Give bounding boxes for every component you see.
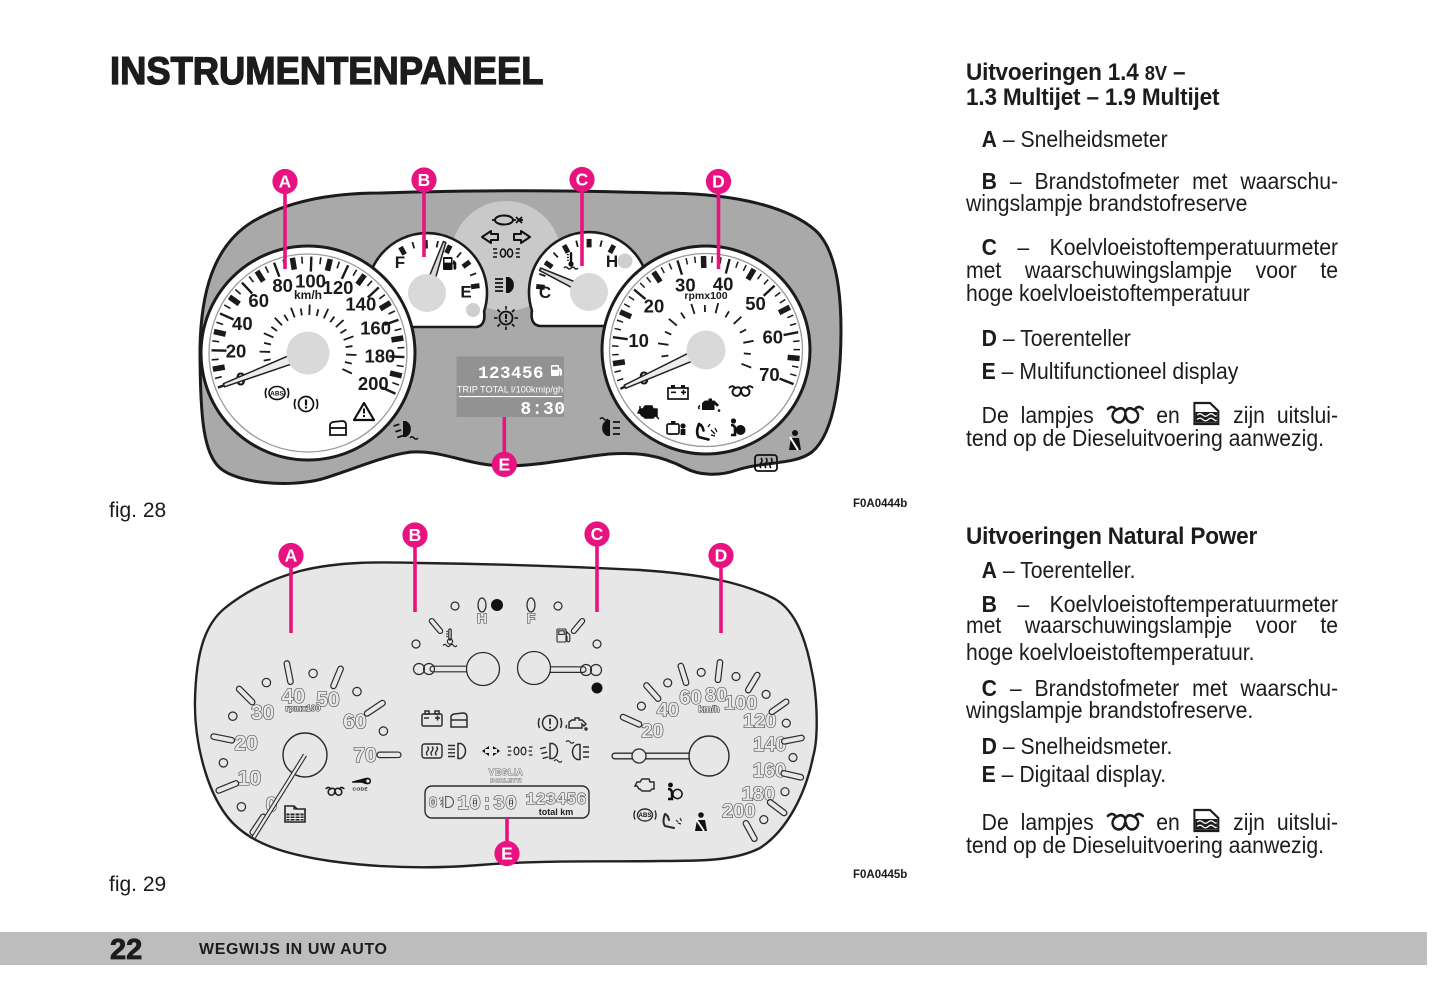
svg-text:160: 160 <box>360 318 391 339</box>
svg-text:20: 20 <box>226 340 247 361</box>
svg-text:B: B <box>418 170 431 190</box>
svg-text:ABS: ABS <box>639 813 652 819</box>
svg-text:80: 80 <box>272 275 293 296</box>
svg-text:140: 140 <box>753 734 786 756</box>
svg-text:rpmx100: rpmx100 <box>286 703 321 713</box>
svg-text:E: E <box>501 844 513 864</box>
svg-text:km/h: km/h <box>294 288 322 302</box>
svg-text:50: 50 <box>745 293 766 314</box>
svg-text:40: 40 <box>657 700 679 722</box>
svg-text:180: 180 <box>364 346 395 367</box>
svg-text:60: 60 <box>343 711 366 734</box>
svg-text:120: 120 <box>743 710 776 732</box>
svg-text:A: A <box>279 172 292 192</box>
svg-text:80: 80 <box>705 684 727 706</box>
svg-text:70: 70 <box>353 744 376 767</box>
svg-text:40: 40 <box>713 274 734 295</box>
svg-text:20: 20 <box>235 732 258 755</box>
svg-text:C: C <box>539 283 551 302</box>
svg-text:E: E <box>498 454 510 474</box>
svg-text:200: 200 <box>722 800 755 822</box>
svg-text:10: 10 <box>238 767 261 790</box>
svg-text:km/h: km/h <box>698 704 719 714</box>
svg-text:fig. 28: fig. 28 <box>109 499 166 522</box>
svg-text:50: 50 <box>316 689 339 712</box>
svg-text:60: 60 <box>679 687 701 709</box>
svg-text:200: 200 <box>358 373 389 394</box>
svg-text:123456: 123456 <box>525 791 586 810</box>
svg-text:fig. 29: fig. 29 <box>109 873 166 896</box>
svg-text:VEGLIA: VEGLIA <box>489 767 524 777</box>
svg-text:180: 180 <box>742 783 775 805</box>
svg-text:A: A <box>285 546 298 566</box>
svg-text:F: F <box>395 253 405 272</box>
svg-text:0: 0 <box>428 795 437 812</box>
svg-text:ABS: ABS <box>270 390 284 397</box>
svg-text:100: 100 <box>724 693 757 715</box>
svg-text:D: D <box>712 172 725 192</box>
svg-text:60: 60 <box>248 290 269 311</box>
svg-text:30: 30 <box>251 701 274 724</box>
svg-text:10:30: 10:30 <box>457 793 517 816</box>
svg-text:100: 100 <box>295 271 326 292</box>
svg-text:TRIP TOTAL l/100kmip/gh: TRIP TOTAL l/100kmip/gh <box>457 385 563 395</box>
svg-text:H: H <box>477 610 487 626</box>
svg-text:BORLETTI: BORLETTI <box>490 779 522 785</box>
svg-text:40: 40 <box>282 685 305 708</box>
svg-text:F0A0445b: F0A0445b <box>853 869 907 881</box>
svg-text:70: 70 <box>759 364 780 385</box>
svg-text:E: E <box>460 283 471 302</box>
svg-text:123456: 123456 <box>478 364 544 384</box>
svg-text:F0A0444b: F0A0444b <box>853 498 907 510</box>
svg-text:160: 160 <box>753 760 786 782</box>
svg-text:8:30: 8:30 <box>520 400 565 420</box>
svg-text:F: F <box>527 610 536 626</box>
svg-text:140: 140 <box>345 294 376 315</box>
svg-text:120: 120 <box>323 277 354 298</box>
svg-text:30: 30 <box>675 275 696 296</box>
svg-text:60: 60 <box>762 327 783 348</box>
svg-text:rpmx100: rpmx100 <box>684 290 727 302</box>
svg-text:10: 10 <box>628 330 649 351</box>
svg-text:40: 40 <box>232 313 253 334</box>
svg-text:D: D <box>715 546 728 566</box>
svg-text:20: 20 <box>641 720 663 742</box>
svg-text:B: B <box>409 525 422 545</box>
svg-text:CODE: CODE <box>353 786 369 792</box>
svg-text:total km: total km <box>539 807 574 817</box>
svg-text:H: H <box>606 252 618 271</box>
svg-text:20: 20 <box>644 296 665 317</box>
svg-text:C: C <box>591 524 604 544</box>
svg-text:C: C <box>576 170 589 190</box>
